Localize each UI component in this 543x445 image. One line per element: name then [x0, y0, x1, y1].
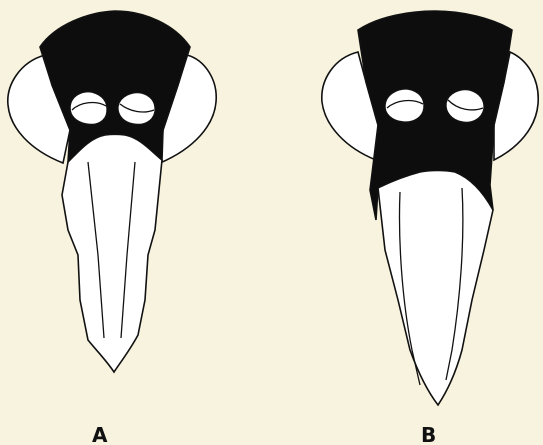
- panel-label-a: A: [92, 425, 107, 445]
- head-diagram-b: [322, 11, 538, 405]
- face-a: [62, 134, 162, 372]
- right-ocellus-a: [118, 93, 155, 125]
- panel-label-b: B: [421, 425, 436, 445]
- face-b: [378, 171, 493, 406]
- left-ocellus-a: [70, 92, 107, 125]
- head-diagram-a: [8, 11, 216, 372]
- right-ocellus-b: [446, 90, 484, 123]
